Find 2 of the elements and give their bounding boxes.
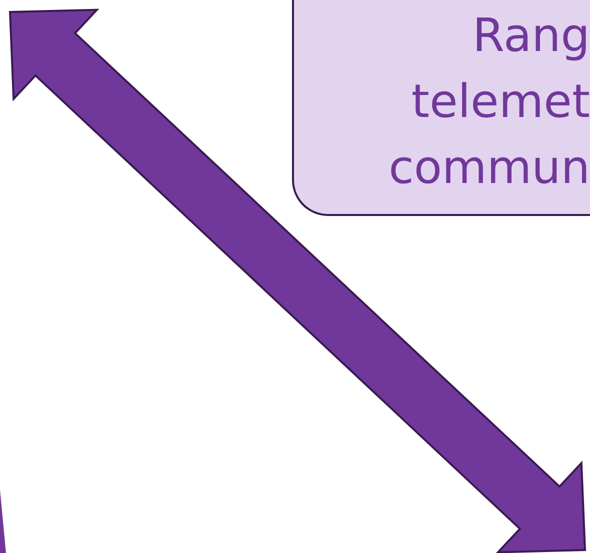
- rounded-box: [292, 0, 590, 216]
- box-text: Rang telemet commun: [388, 7, 590, 196]
